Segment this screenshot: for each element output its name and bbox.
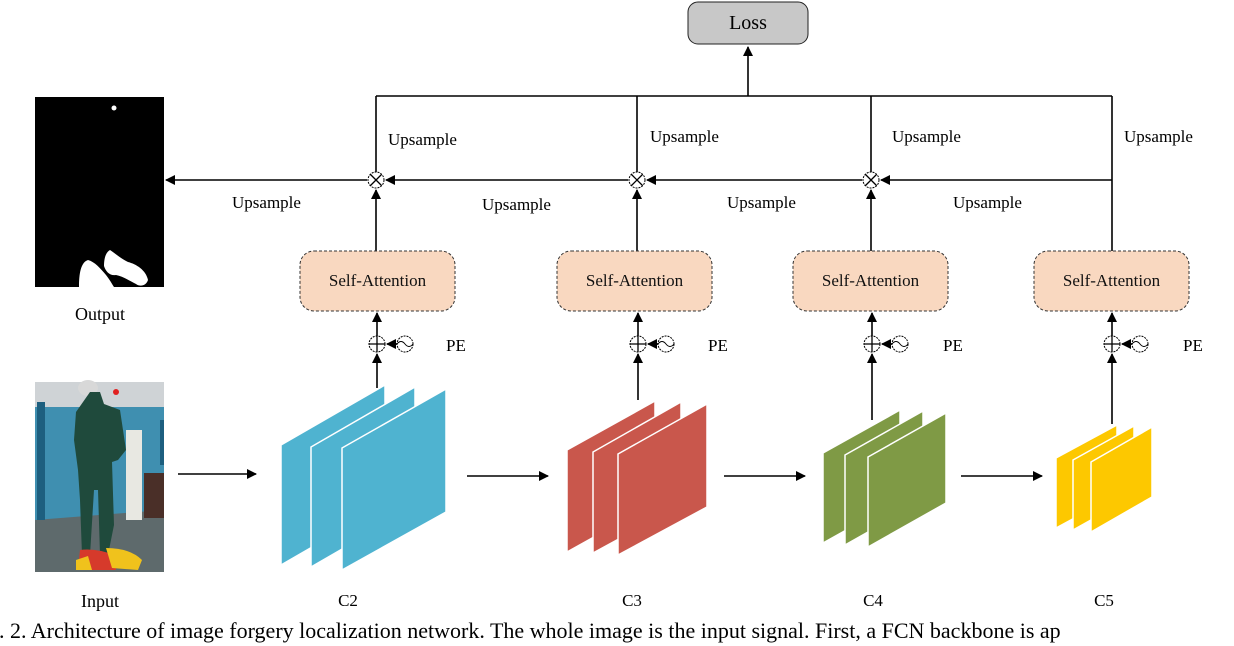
stage-label-c3: C3 — [622, 591, 642, 610]
pe-block-c4: PE — [863, 312, 963, 420]
figure-caption: g. 2. Architecture of image forgery loca… — [0, 618, 1061, 643]
output-label: Output — [75, 304, 125, 324]
self-attention-label: Self-Attention — [1063, 271, 1161, 290]
output-mask-image — [35, 97, 164, 287]
self-attention-label: Self-Attention — [586, 271, 684, 290]
feature-map-c2 — [280, 383, 447, 572]
upsample-label-branch-c5: Upsample — [1124, 127, 1193, 146]
pe-label: PE — [1183, 336, 1203, 355]
multiply-node-c4 — [862, 171, 880, 189]
feature-plane — [341, 387, 447, 572]
feature-map-c5 — [1055, 423, 1153, 534]
pe-label: PE — [446, 336, 466, 355]
upsample-label-branch-c4: Upsample — [892, 127, 961, 146]
stage-label-c5: C5 — [1094, 591, 1114, 610]
self-attention-c3: Self-Attention — [556, 250, 713, 312]
input-label: Input — [81, 591, 119, 611]
input-image — [35, 380, 164, 572]
feature-plane — [867, 411, 947, 549]
loss-label: Loss — [729, 12, 767, 34]
self-attention-c5: Self-Attention — [1033, 250, 1190, 312]
self-attention-c4: Self-Attention — [792, 250, 949, 312]
pe-block-c3: PE — [629, 312, 728, 400]
feature-map-c3 — [566, 399, 708, 557]
loss-node: Loss — [687, 1, 809, 45]
pe-label: PE — [943, 336, 963, 355]
feature-plane — [1090, 425, 1153, 534]
pe-label: PE — [708, 336, 728, 355]
upsample-label-branch-c3: Upsample — [650, 127, 719, 146]
stage-label-c4: C4 — [863, 591, 883, 610]
upsample-label-output: Upsample — [232, 193, 301, 212]
self-attention-label: Self-Attention — [822, 271, 920, 290]
stage-label-c2: C2 — [338, 591, 358, 610]
upsample-label-c5-c4: Upsample — [953, 193, 1022, 212]
upsample-label-branch-c2: Upsample — [388, 130, 457, 149]
self-attention-label: Self-Attention — [329, 271, 427, 290]
multiply-node-c3 — [628, 171, 646, 189]
feature-map-c4 — [822, 408, 947, 549]
multiply-node-c2 — [367, 171, 385, 189]
self-attention-c2: Self-Attention — [299, 250, 456, 312]
feature-plane — [617, 402, 708, 557]
upsample-label-c3-c2: Upsample — [482, 195, 551, 214]
upsample-label-c4-c3: Upsample — [727, 193, 796, 212]
pe-block-c2: PE — [368, 312, 466, 388]
pe-block-c5: PE — [1103, 312, 1203, 424]
